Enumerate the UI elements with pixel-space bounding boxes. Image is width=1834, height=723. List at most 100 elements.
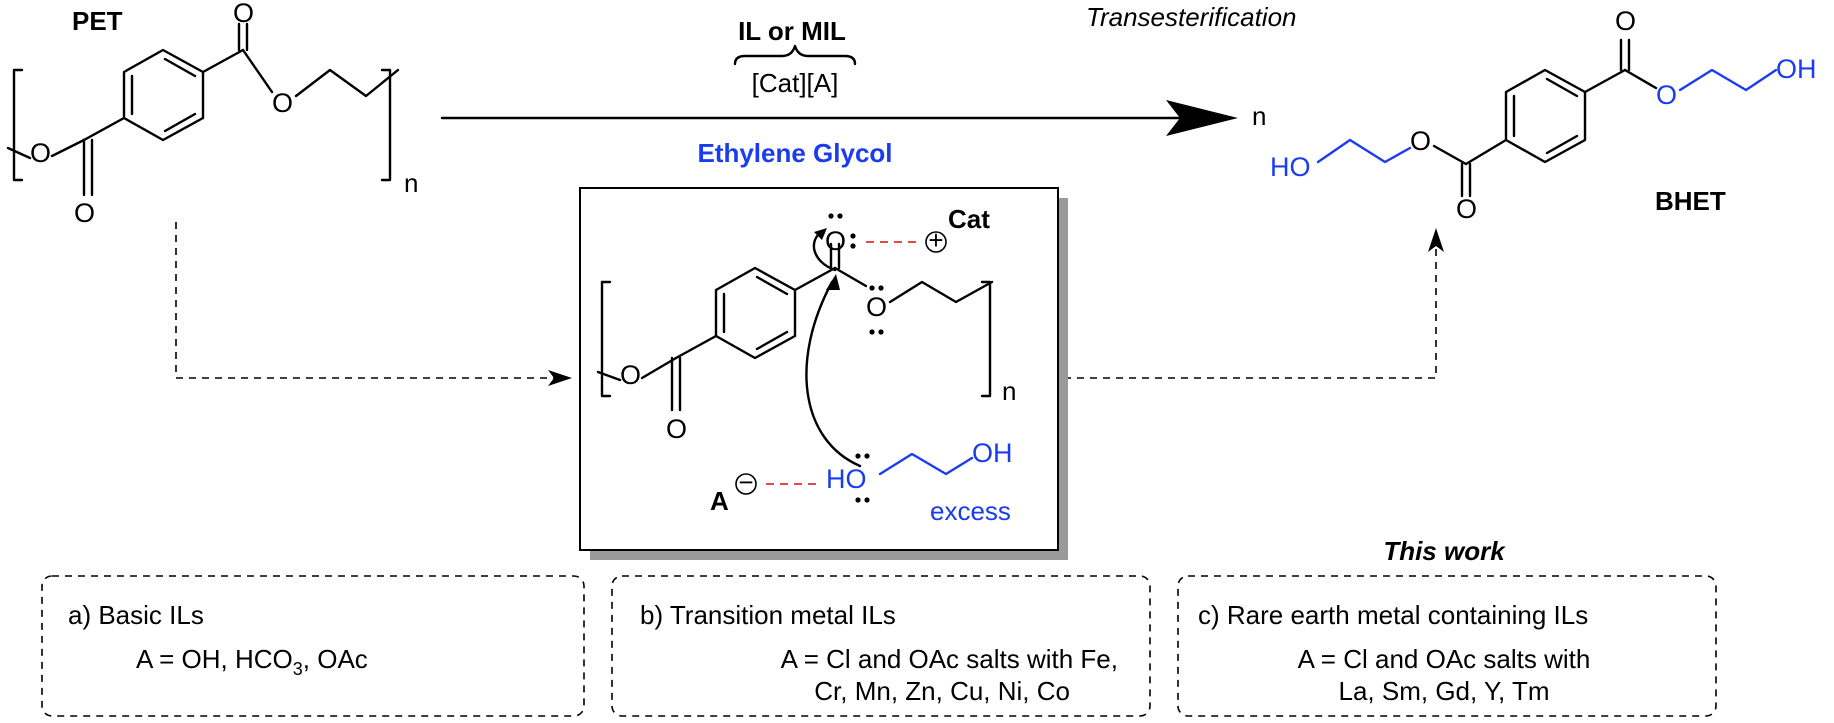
- plus-charge: +: [928, 225, 943, 255]
- mech-ethylene-chain: [888, 280, 994, 304]
- mech-right-bracket: [980, 280, 992, 398]
- pet-ring-double-bonds: [130, 57, 197, 133]
- mech-anion-label: A: [710, 486, 729, 516]
- category-box-c: c) Rare earth metal containing ILs A = C…: [1177, 575, 1717, 717]
- pet-atom-o4: O: [272, 88, 293, 118]
- bhet-benzene-ring: [1504, 68, 1587, 164]
- mech-subscript-n: n: [1002, 376, 1016, 406]
- pet-benzene-ring: [122, 48, 205, 142]
- mech-carbonyl-bond: [670, 356, 682, 412]
- bhet-ring-double-bonds: [1512, 77, 1579, 155]
- minus-charge: −: [738, 467, 753, 497]
- bhet-structure: n HO O O O O OH BHET: [1252, 6, 1817, 224]
- mech-atom-o3: O: [825, 226, 846, 256]
- minus-charge-circle: [735, 473, 757, 495]
- mech-oh: OH: [972, 438, 1013, 468]
- lone-pair-dot: [828, 213, 834, 219]
- mech-glycol-chain: [878, 452, 974, 476]
- mech-atom-o1: O: [620, 360, 641, 390]
- reagent-cat-a: [Cat][A]: [752, 68, 839, 98]
- pet-carbonyl-bond: [237, 22, 249, 52]
- mech-carbonyl-bond: [829, 242, 841, 270]
- bhet-right-glycol-chain: [1678, 68, 1778, 92]
- pet-label: PET: [72, 6, 123, 36]
- pet-bond: [6, 146, 32, 160]
- bhet-left-glycol-chain: [1316, 138, 1412, 164]
- arrow-head: [1166, 100, 1238, 136]
- pet-ethylene-chain: [294, 68, 400, 98]
- lone-pair-dot: [869, 285, 875, 291]
- pet-right-bracket: [380, 68, 392, 182]
- mech-bond: [793, 266, 837, 292]
- category-box-a-frame: [41, 575, 585, 717]
- box-c-line1: A = Cl and OAc salts with: [1298, 644, 1591, 674]
- lone-pair-dot: [864, 453, 870, 459]
- reagent-il-or-mil: IL or MIL: [738, 16, 846, 46]
- reagent-brace: [733, 44, 857, 66]
- mechanism-box-frame: [579, 187, 1059, 551]
- bhet-carbonyl-bond: [1619, 38, 1631, 72]
- mech-ring-double-bonds: [722, 275, 789, 351]
- curved-arrow-head: [814, 228, 827, 240]
- box-a-line1: A = OH, HCO3, OAc: [136, 644, 368, 679]
- curved-arrow-head: [826, 274, 840, 290]
- plus-charge-circle: [925, 231, 947, 253]
- lone-pair-dot: [878, 329, 884, 335]
- this-work-label: This work: [1383, 536, 1506, 566]
- mech-atom-o4: O: [866, 292, 887, 322]
- box-b-line1: A = Cl and OAc salts with Fe,: [781, 644, 1118, 674]
- box-a-line1-post: , OAc: [303, 644, 368, 674]
- mechanism-box: n O O O + Cat O: [579, 187, 1068, 560]
- mech-bond: [596, 370, 622, 382]
- mech-cat-label: Cat: [948, 204, 990, 234]
- box-b-title: b) Transition metal ILs: [640, 600, 896, 630]
- pet-bond: [50, 138, 86, 158]
- box-a-line1-pre: A = OH, HCO: [136, 644, 293, 674]
- bhet-oh: OH: [1776, 54, 1817, 84]
- bhet-atom-o3: O: [1615, 6, 1636, 36]
- pet-carbonyl-bond: [82, 138, 94, 197]
- mech-ho: HO: [826, 464, 867, 494]
- bhet-label: BHET: [1655, 186, 1726, 216]
- pet-left-bracket: [12, 68, 24, 182]
- box-c-title: c) Rare earth metal containing ILs: [1198, 600, 1588, 630]
- reaction-arrow: [440, 100, 1238, 136]
- lone-pair-dot: [869, 329, 875, 335]
- category-box-b-frame: [611, 575, 1151, 717]
- bhet-atom-o4: O: [1656, 80, 1677, 110]
- category-box-c-frame: [1177, 575, 1717, 717]
- bhet-atom-o2: O: [1456, 194, 1477, 224]
- lone-pair-dot: [837, 213, 843, 219]
- pet-bond: [241, 48, 274, 94]
- mech-bond: [640, 356, 678, 380]
- connector-mechanism-to-bhet: [1064, 244, 1437, 379]
- mech-atom-o2: O: [666, 414, 687, 444]
- bhet-atom-o1: O: [1410, 126, 1431, 156]
- bhet-n: n: [1252, 101, 1266, 131]
- pet-subscript-n: n: [404, 168, 418, 198]
- mech-bond: [674, 334, 718, 360]
- curved-arrow-attack: [805, 280, 862, 468]
- connector-arrowhead: [548, 370, 572, 386]
- category-box-b: b) Transition metal ILs A = Cl and OAc s…: [611, 575, 1151, 717]
- pet-structure: PET n O O O O: [6, 0, 418, 228]
- reaction-type-label: Transesterification: [1086, 2, 1297, 32]
- box-a-line1-sub: 3: [293, 659, 303, 679]
- bhet-ho: HO: [1270, 152, 1311, 182]
- bhet-bond: [1583, 68, 1627, 94]
- category-box-a: a) Basic ILs A = OH, HCO3, OAc: [41, 575, 585, 717]
- lone-pair-dot: [850, 233, 856, 239]
- pet-bond: [201, 48, 245, 74]
- box-c-line2: La, Sm, Gd, Y, Tm: [1339, 676, 1550, 706]
- pet-atom-o2: O: [74, 198, 95, 228]
- lone-pair-dot: [855, 497, 861, 503]
- bhet-bond: [1432, 144, 1468, 166]
- pet-bond: [82, 116, 126, 142]
- connector-pet-to-mechanism: [175, 222, 556, 379]
- lone-pair-dot: [864, 497, 870, 503]
- bhet-carbonyl-bond: [1460, 162, 1472, 198]
- connector-arrowhead: [1428, 228, 1444, 252]
- lone-pair-dot: [850, 243, 856, 249]
- mech-excess-label: excess: [930, 496, 1011, 526]
